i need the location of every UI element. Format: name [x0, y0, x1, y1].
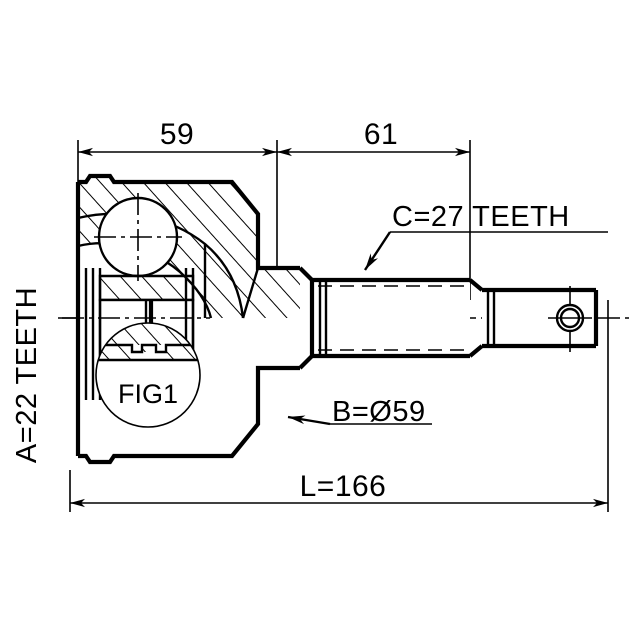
inner-spline-label: A=22 TEETH — [11, 287, 43, 463]
output-shaft — [298, 266, 599, 370]
dimension-label-61: 61 — [364, 118, 398, 151]
ball-bearing — [94, 193, 182, 281]
outer-diameter-label: B=Ø59 — [332, 396, 426, 428]
shaft-spline-label: C=27 TEETH — [392, 201, 570, 233]
fig1-detail-callout: FIG1 — [95, 322, 201, 428]
leader-line-c27 — [363, 231, 608, 271]
dimension-label-59: 59 — [160, 118, 194, 151]
leader-line-b59 — [287, 415, 432, 426]
overall-length-label: L=166 — [300, 470, 387, 503]
fig1-label: FIG1 — [118, 379, 178, 409]
